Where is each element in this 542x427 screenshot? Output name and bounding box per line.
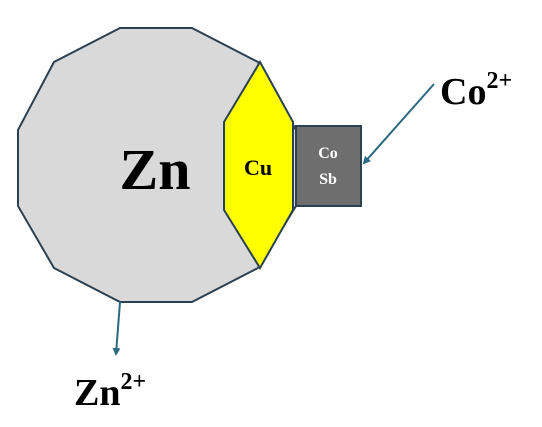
- co-label: Co: [318, 145, 338, 162]
- zn-ion-charge: 2+: [120, 369, 146, 395]
- cu-label: Cu: [244, 155, 272, 180]
- co-ion-arrow: [362, 83, 435, 165]
- zn-ion-arrow: [112, 301, 121, 356]
- sb-label: Sb: [319, 171, 337, 188]
- zn-ion-label: Zn2+: [74, 369, 146, 414]
- zn-label: Zn: [120, 137, 191, 202]
- co-ion-base: Co: [440, 71, 486, 113]
- cu-deposit: [223, 59, 294, 270]
- co-ion-label: Co2+: [440, 68, 512, 113]
- zn-particle: [17, 27, 297, 303]
- co-ion-charge: 2+: [486, 68, 512, 94]
- zn-ion-base: Zn: [74, 372, 120, 414]
- cosb-deposit: [295, 125, 362, 207]
